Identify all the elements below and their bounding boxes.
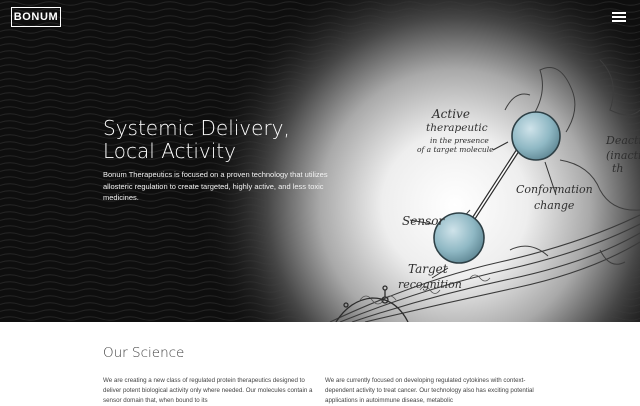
label-the: th: [612, 162, 624, 175]
hero-section: Active therapeutic in the presence of a …: [0, 0, 640, 322]
label-conformation: Conformation: [516, 183, 593, 196]
hero-illustration: Active therapeutic in the presence of a …: [0, 0, 640, 322]
label-target: Target: [408, 262, 448, 276]
active-therapeutic-sphere: [511, 111, 561, 161]
label-inactive: (inacti: [606, 149, 640, 162]
hamburger-menu-icon[interactable]: [612, 10, 628, 24]
science-text-left: We are creating a new class of regulated…: [103, 377, 313, 404]
label-active: Active: [431, 107, 470, 121]
sensor-sphere: [433, 212, 485, 264]
label-presence: in the presence: [430, 136, 489, 145]
hero-title-line-1: Systemic Delivery,: [103, 116, 290, 140]
label-therapeutic: therapeutic: [426, 122, 488, 134]
label-deactive: Deacti: [605, 134, 640, 147]
hero-title: Systemic Delivery, Local Activity: [103, 117, 343, 163]
label-change: change: [534, 199, 575, 212]
our-science-heading: Our Science: [103, 345, 185, 361]
hero-title-line-2: Local Activity: [103, 139, 236, 163]
science-text-right: We are currently focused on developing r…: [325, 377, 534, 404]
cell-sketch: [335, 285, 409, 322]
label-sensor: Sensor: [402, 214, 445, 228]
label-recognition: recognition: [398, 278, 462, 291]
hero-description: Bonum Therapeutics is focused on a prove…: [103, 170, 328, 202]
logo[interactable]: BONUM: [11, 7, 61, 27]
label-target-molecule: of a target molecule: [417, 145, 494, 154]
